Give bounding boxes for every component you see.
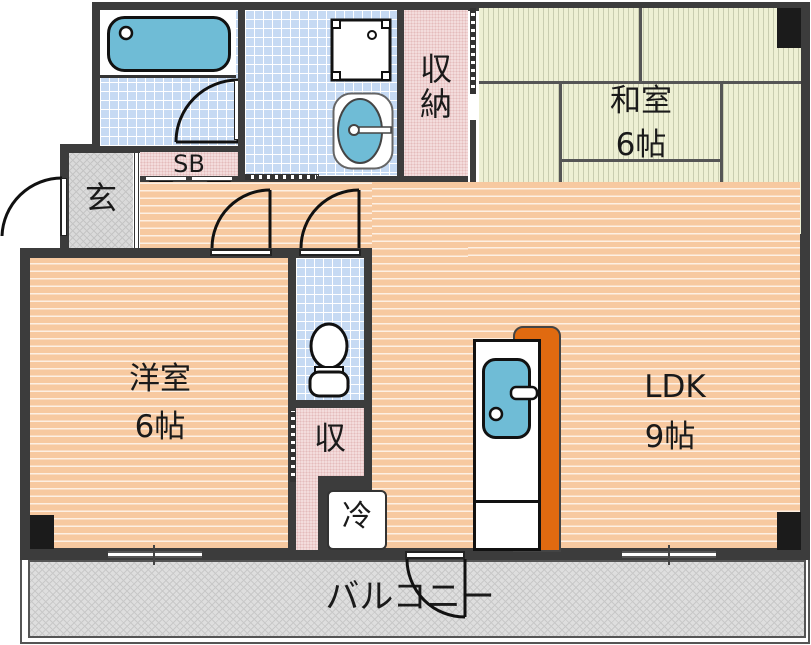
western-room-name: 洋室 bbox=[129, 361, 191, 397]
fridge-space bbox=[327, 490, 387, 550]
toilet-door-icon bbox=[299, 188, 361, 249]
entrance-wall-top bbox=[60, 144, 242, 153]
shoe-box-door-right bbox=[192, 177, 232, 180]
balcony-door-sill bbox=[405, 551, 465, 559]
washroom-wall-bottom bbox=[238, 176, 468, 182]
ldk-window-mullion bbox=[668, 545, 670, 565]
small-storage-sliding-door bbox=[290, 410, 296, 482]
japanese-room-name: 和室 bbox=[610, 83, 672, 119]
entrance-step bbox=[134, 153, 139, 249]
tatami-line-v-top bbox=[639, 8, 642, 83]
outer-wall-top bbox=[92, 2, 810, 11]
western-room-size: 6帖 bbox=[134, 409, 186, 445]
washroom-sliding-door-2 bbox=[245, 174, 317, 180]
ldk-size: 9帖 bbox=[644, 419, 696, 455]
bathroom-door-icon bbox=[174, 78, 240, 144]
shoe-box-front bbox=[140, 176, 240, 182]
entrance-floor bbox=[69, 153, 133, 249]
outer-wall-right bbox=[800, 2, 810, 560]
shoe-box bbox=[140, 152, 238, 176]
tatami-line-h2 bbox=[560, 159, 722, 162]
pillar-japanese-room bbox=[777, 8, 801, 48]
fridge-label: 冷 bbox=[342, 499, 372, 534]
shoe-box-label: SB bbox=[173, 150, 205, 178]
ldk-name: LDK bbox=[644, 369, 706, 405]
front-door-icon bbox=[0, 176, 64, 237]
outer-wall-left-upper bbox=[92, 2, 101, 150]
bath-divider-wall bbox=[238, 2, 245, 180]
kitchen-sink-icon bbox=[482, 358, 539, 439]
ldk-floor bbox=[372, 182, 800, 548]
storage-sliding-door bbox=[470, 8, 476, 94]
western-room-wall-right bbox=[288, 250, 296, 550]
outer-wall-left-lower bbox=[20, 248, 30, 560]
storage-closet-label: 収 納 bbox=[419, 50, 452, 124]
ldk-floor-upper bbox=[468, 242, 800, 262]
toilet-door-sill bbox=[299, 249, 361, 256]
washbasin-icon bbox=[332, 92, 394, 170]
japanese-room-size: 6帖 bbox=[615, 127, 667, 163]
storage-closet bbox=[404, 10, 468, 176]
western-room-door-sill bbox=[210, 249, 272, 256]
western-room-floor bbox=[30, 258, 288, 548]
balcony-door-icon bbox=[405, 558, 467, 619]
pillar-ldk bbox=[777, 512, 801, 550]
toilet-wall-bottom bbox=[296, 400, 372, 408]
shoe-box-door-left bbox=[146, 177, 186, 180]
western-room-door-icon bbox=[210, 188, 272, 249]
washing-machine-icon bbox=[330, 18, 392, 82]
storage-wall-left bbox=[397, 2, 404, 182]
small-storage-wall-right bbox=[364, 400, 372, 482]
bathtub-icon bbox=[107, 16, 231, 72]
entrance-label: 玄 bbox=[84, 179, 117, 217]
western-room-wall-top bbox=[20, 248, 372, 258]
toilet-icon bbox=[308, 322, 350, 398]
small-storage-label: 収 bbox=[313, 419, 346, 457]
front-door-frame bbox=[61, 178, 67, 236]
balcony-area bbox=[28, 560, 806, 638]
kitchen-counter-divider bbox=[475, 500, 539, 503]
ldk-wall-left bbox=[364, 250, 372, 510]
western-room-window-mullion bbox=[153, 545, 155, 565]
pillar-western-room bbox=[30, 515, 54, 549]
western-room-window bbox=[108, 551, 202, 558]
